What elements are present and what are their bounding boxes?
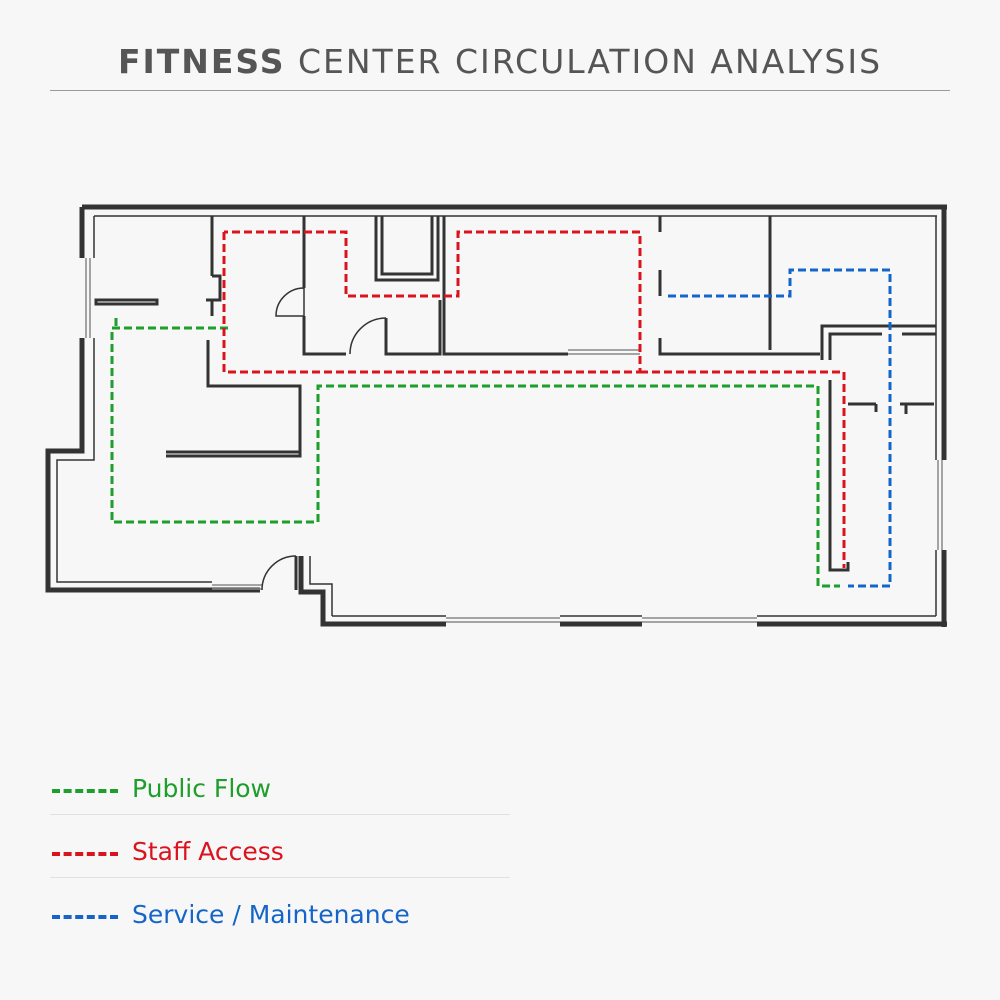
wall-storage-box <box>374 216 440 282</box>
wall-storage-box-inner <box>380 216 434 276</box>
wall-locker-lower <box>206 340 302 452</box>
public-flow-path-1 <box>110 326 840 588</box>
wall-partition-386 <box>384 300 442 356</box>
exterior-wall-lower-left <box>45 338 260 593</box>
interior-walls <box>94 216 936 572</box>
wall-partition-304-lower <box>302 316 346 356</box>
legend-item-staff-access: Staff Access <box>50 833 510 878</box>
wall-corridor-lower <box>166 450 302 458</box>
wall-locker-jog <box>210 274 222 316</box>
legend-label-service-maintenance: Service / Maintenance <box>132 900 410 929</box>
title-divider <box>50 90 950 91</box>
window-right <box>937 460 943 550</box>
exterior-walls <box>45 204 947 627</box>
door-swing-entry <box>261 555 297 591</box>
title-remainder: CENTER CIRCULATION ANALYSIS <box>285 42 883 81</box>
legend-item-service-maintenance: Service / Maintenance <box>50 896 510 940</box>
wall-shelf-left <box>94 298 159 306</box>
exterior-wall-bottom-left <box>298 556 446 627</box>
service-path <box>668 268 892 588</box>
window-interior <box>568 349 640 355</box>
window-bottom-1 <box>446 617 560 623</box>
staff-access-path <box>222 230 642 374</box>
legend-swatch-staff-access <box>52 852 118 856</box>
window-left <box>85 258 91 338</box>
wall-partition-444 <box>442 216 568 356</box>
entry-threshold <box>212 584 262 590</box>
legend-label-staff-access: Staff Access <box>132 837 284 866</box>
door-swings <box>261 287 387 591</box>
legend-swatch-public-flow <box>52 789 118 793</box>
wall-column-830 <box>828 380 850 572</box>
staff-access-path-2 <box>640 370 846 568</box>
title-emphasis: FITNESS <box>117 42 286 81</box>
route-staff-access <box>222 230 846 568</box>
legend: Public Flow Staff Access Service / Maint… <box>50 770 510 958</box>
route-public-flow <box>110 318 840 588</box>
wall-room-right <box>820 324 936 360</box>
inner-wall-lines <box>56 215 937 617</box>
legend-swatch-service-maintenance <box>52 915 118 919</box>
route-service-maintenance <box>668 268 892 588</box>
legend-label-public-flow: Public Flow <box>132 774 272 803</box>
windows <box>85 258 943 623</box>
door-swing-1 <box>275 287 305 317</box>
legend-item-public-flow: Public Flow <box>50 770 510 815</box>
door-swing-2 <box>349 317 387 355</box>
wall-room-right-inner <box>828 332 882 360</box>
page-title: FITNESS CENTER CIRCULATION ANALYSIS <box>0 42 1000 81</box>
wall-partition-660-lower <box>658 338 820 356</box>
window-bottom-2 <box>642 617 757 623</box>
